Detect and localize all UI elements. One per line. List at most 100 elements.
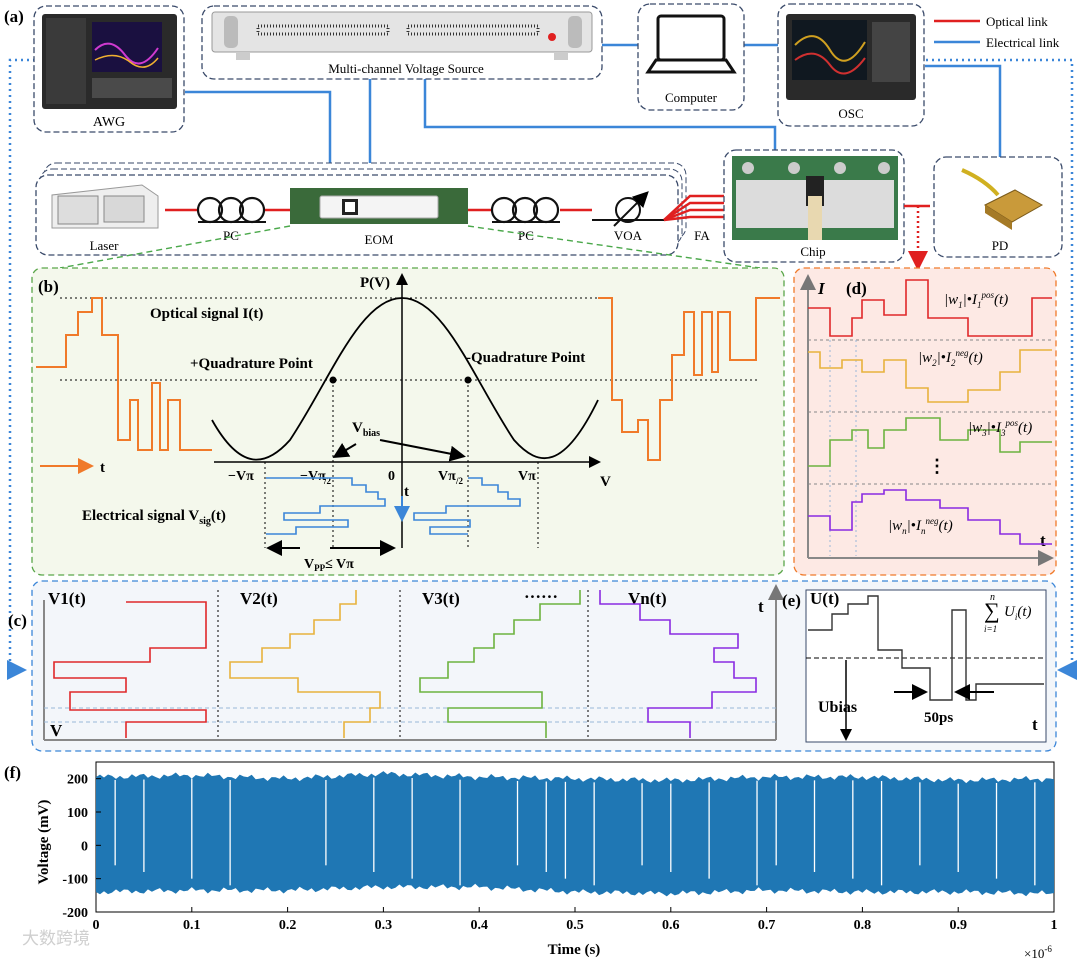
- voa-label: VOA: [614, 228, 643, 243]
- x-exponent: ×10-6: [1024, 944, 1052, 961]
- formula-d-1: |w1|•I1pos(t): [944, 290, 1008, 310]
- panel-c-e: (c) V1(t) V2(t) V3(t) Vn(t) ······ t V: [8, 580, 1057, 752]
- ubias-label: Ubias: [818, 699, 857, 716]
- x-tick-label: 1: [1051, 918, 1058, 933]
- u-axis-label: U(t): [810, 589, 839, 608]
- panel-a: (a) Optical link Electrical link: [4, 3, 1077, 680]
- v-axis-label: V: [600, 474, 611, 490]
- sum-sigma: ∑: [984, 598, 1000, 623]
- dots-c: ······: [524, 587, 558, 606]
- tick-neg-vpi: −Vπ: [228, 469, 254, 484]
- pd-device: PD: [933, 156, 1063, 258]
- eom-label: EOM: [365, 232, 394, 247]
- formula-d-4: |wn|•Inneg(t): [888, 516, 953, 536]
- optical-signal-label: Optical signal I(t): [150, 306, 263, 322]
- trace-d-3: [808, 417, 1052, 467]
- optical-signal-right: [598, 297, 780, 461]
- x-tick-label: 0: [93, 918, 100, 933]
- x-tick-label: 0.8: [854, 918, 872, 933]
- formula-d-3: |w3|•I3pos(t): [968, 418, 1032, 438]
- voltage-source-label: Multi-channel Voltage Source: [328, 61, 484, 76]
- ps-label: 50ps: [924, 710, 953, 726]
- vpp-label: VPP≤ Vπ: [304, 557, 354, 573]
- i-axis-label: I: [817, 279, 826, 298]
- y-tick-label: 0: [81, 839, 88, 854]
- neg-quad-label: -Quadrature Point: [466, 350, 585, 366]
- awg-device: AWG: [33, 5, 185, 133]
- x-tick-label: 0.3: [375, 918, 393, 933]
- chip-label: Chip: [800, 244, 825, 259]
- osc-label: OSC: [838, 106, 863, 121]
- chip-device: Chip: [723, 149, 930, 271]
- legend: Optical link Electrical link: [934, 14, 1060, 50]
- fa-label: FA: [694, 228, 710, 243]
- computer-device: Computer: [637, 3, 745, 111]
- panel-label-b: (b): [38, 277, 59, 296]
- y-tick-label: 200: [67, 773, 88, 788]
- vn-label: Vn(t): [628, 589, 667, 608]
- osc-device: OSC: [777, 3, 925, 127]
- t-axis-label-c: t: [758, 597, 764, 616]
- v1-label: V1(t): [48, 589, 86, 608]
- y-tick-label: 100: [67, 806, 88, 821]
- v3-label: V3(t): [422, 589, 460, 608]
- laser-label: Laser: [90, 238, 120, 253]
- formula-d-2: |w2|•I2neg(t): [918, 348, 983, 368]
- x-tick-label: 0.7: [758, 918, 776, 933]
- trace-d-4: [808, 489, 1052, 545]
- x-tick-label: 0.4: [470, 918, 488, 933]
- panel-label-c: (c): [8, 611, 27, 630]
- t-axis-left: t: [100, 460, 105, 476]
- t-axis-label-e: t: [1032, 715, 1038, 734]
- y-tick-label: -200: [62, 906, 88, 921]
- tick-neg-vpi2: −Vπ: [300, 469, 326, 484]
- t-axis-center: t: [404, 484, 409, 500]
- pc1-label: PC: [223, 228, 239, 243]
- x-tick-label: 0.1: [183, 918, 201, 933]
- py-label: P(V): [360, 275, 390, 291]
- y-tick-label: -100: [62, 873, 88, 888]
- panel-label-d: (d): [846, 279, 867, 298]
- panel-label-e: (e): [782, 591, 801, 610]
- tick-vpi2-sub: /2: [455, 476, 464, 486]
- sum-body: Ui(t): [1004, 604, 1032, 622]
- pc2-label: PC: [518, 228, 534, 243]
- trace-v2: [229, 590, 381, 738]
- svg-text:|w1|•I1pos(t): |w1|•I1pos(t): [944, 290, 1008, 310]
- svg-text:|wn|•Inneg(t): |wn|•Inneg(t): [888, 516, 953, 536]
- t-axis-label-d: t: [1040, 531, 1046, 550]
- svg-text:|w3|•I3pos(t): |w3|•I3pos(t): [968, 418, 1032, 438]
- tick-vpi: Vπ: [518, 469, 536, 484]
- voltage-source-device: Multi-channel Voltage Source: [201, 5, 603, 80]
- electrical-signal-left: [266, 477, 386, 535]
- tick-zero: 0: [388, 469, 395, 484]
- v-axis-label-c: V: [50, 721, 63, 740]
- vbias-label: Vbias: [352, 420, 380, 439]
- electrical-links: [185, 43, 1002, 190]
- panel-label-a: (a): [4, 7, 24, 26]
- pos-quad-label: +Quadrature Point: [190, 356, 313, 372]
- legend-optical-label: Optical link: [986, 14, 1048, 29]
- tick-neg-vpi2-sub: /2: [323, 476, 332, 486]
- sum-bottom: i=1: [984, 624, 997, 634]
- sum-formula: n: [990, 592, 995, 603]
- optical-signal-left: [36, 297, 212, 451]
- v2-label: V2(t): [240, 589, 278, 608]
- x-tick-label: 0.6: [662, 918, 680, 933]
- trace-d-2: [808, 349, 1052, 403]
- trace-v3: [419, 590, 581, 738]
- legend-electrical-label: Electrical link: [986, 35, 1060, 50]
- feedback-lines: [7, 58, 1077, 680]
- tick-vpi2: Vπ: [438, 469, 456, 484]
- panel-label-f: (f): [4, 763, 21, 782]
- trace-v1: [53, 601, 207, 738]
- computer-label: Computer: [665, 90, 718, 105]
- elec-signal-label: Electrical signal Vsig(t): [82, 508, 226, 527]
- x-tick-label: 0.5: [566, 918, 584, 933]
- electrical-signal-right: [413, 477, 521, 535]
- svg-text:|w2|•I2neg(t): |w2|•I2neg(t): [918, 348, 983, 368]
- signal-band: [96, 771, 1054, 897]
